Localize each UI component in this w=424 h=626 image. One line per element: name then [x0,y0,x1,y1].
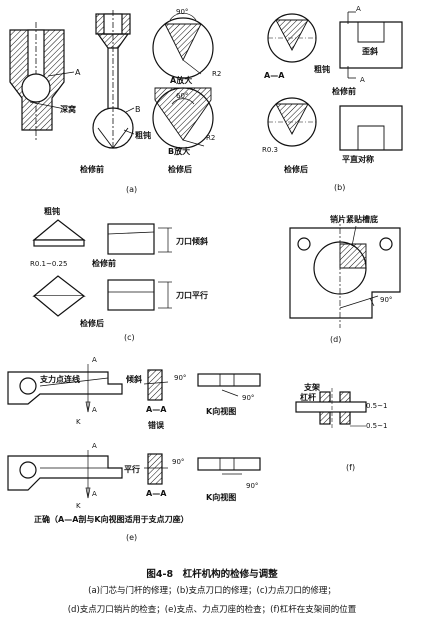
figure-caption-title: 图4-8 杠杆机构的检修与调整 [146,569,278,580]
label-b-after: 检修后 [284,164,308,174]
label-a-zoom: A放大 [170,75,192,85]
door-core-drawing [9,22,75,140]
label-e-ang3: 90° [172,458,184,466]
label-e-a4: A [92,490,97,498]
label-f-lever: 杠杆 [300,392,316,402]
label-blunt: 粗钝 [135,130,151,140]
label-b-tilt: 歪斜 [362,46,378,56]
label-e-kview1: K向视图 [206,406,236,416]
c-before-drawing [32,219,172,255]
label-b-before: 检修前 [332,86,356,96]
label-deep-socket: 深窝 [60,104,76,114]
d-drawing [289,216,401,328]
label-e-correct: 正确（A—A剖与K向视图适用于支点刀座） [34,514,189,524]
panel-f-label: (f) [346,463,355,472]
label-e-kview2: K向视图 [206,492,236,502]
panel-e [7,364,261,499]
panel-e-labels: A 支力点连线 倾斜 90° 90° A A—A K K向视图 错误 A 平行 … [34,356,258,542]
panel-d-labels: 销片紧贴槽底 90° (d) [330,214,392,344]
label-b: B [135,105,141,114]
label-c-radius: R0.1~0.25 [30,260,67,268]
panel-f [295,388,367,430]
label-after-a: 检修后 [168,164,192,174]
label-b-zoom: B放大 [168,146,190,156]
panel-d-label: (d) [330,335,341,344]
e-wrong-kview [197,373,261,397]
panel-f-labels: 支架 杠杆 0.5~1 0.5~1 (f) [300,382,387,472]
e-wrong-section [143,369,169,401]
label-c-edge-parallel: 刀口平行 [176,290,208,300]
label-d-pin-fit: 销片紧贴槽底 [330,214,378,224]
label-c-edge-tilt: 刀口倾斜 [176,236,208,246]
e-correct-section [144,453,168,485]
label-r2-bottom: R2 [206,134,215,142]
label-f-bracket: 支架 [303,382,320,392]
panel-a-label: (a) [126,185,137,194]
label-before-a: 检修前 [80,164,104,174]
c-after-drawing [32,275,172,317]
label-angle-60: 60° [176,92,188,100]
label-e-section1: A—A [146,405,167,414]
label-b-radius: R0.3 [262,146,278,154]
panel-d [289,216,401,328]
figure-caption-line1: (a)门芯与门杆的修理；(b)支点刀口的修理；(c)力点刀口的修理； [88,586,336,596]
door-rod-drawing [92,10,135,150]
label-b-blunt: 粗钝 [314,64,330,74]
label-f-gap1: 0.5~1 [366,402,387,410]
e-correct-kview [197,457,261,475]
panel-a [9,10,214,150]
label-e-k2: K [76,502,81,510]
label-b-flat-sym: 平直对称 [342,154,374,164]
label-b-section: A—A [264,71,285,80]
panel-b-label: (b) [334,183,345,192]
label-c-blunt: 粗钝 [44,206,60,216]
label-b-a-bottom: A [360,76,365,84]
label-e-a3: A [92,442,97,450]
label-e-knife-line: 支力点连线 [39,374,80,384]
label-e-ang1: 90° [174,374,186,382]
label-r2-top: R2 [212,70,221,78]
label-e-ang4: 90° [246,482,258,490]
label-e-section2: A—A [146,489,167,498]
label-e-tilt: 倾斜 [125,374,142,384]
label-a: A [75,68,81,77]
panel-e-label: (e) [126,533,137,542]
f-drawing [295,388,367,430]
label-e-parallel: 平行 [124,464,140,474]
label-e-ang2: 90° [242,394,254,402]
e-wrong-lever [7,364,123,413]
label-f-gap2: 0.5~1 [366,422,387,430]
panel-b [267,11,403,151]
label-e-a2: A [92,406,97,414]
figure-caption-line2: (d)支点刀口销片的检查；(e)支点、力点刀座的检查；(f)杠杆在支架间的位置 [67,605,357,615]
b-zoom-drawing [152,87,214,149]
label-b-a-top: A [356,5,361,13]
label-e-a1: A [92,356,97,364]
panel-c-labels: 粗钝 刀口倾斜 R0.1~0.25 检修前 刀口平行 检修后 (c) [30,206,208,342]
panel-c-label: (c) [124,333,135,342]
e-correct-lever [7,450,123,499]
b-after-drawing [267,97,403,151]
label-c-after: 检修后 [80,318,104,328]
panel-b-labels: A A A—A 粗钝 歪斜 检修前 R0.3 平直对称 检修后 (b) [262,5,378,192]
a-zoom-drawing [152,12,214,79]
label-e-k1: K [76,418,81,426]
label-d-angle: 90° [380,296,392,304]
label-angle-90: 90° [176,8,188,16]
panel-a-labels: A 深窝 B 粗钝 90° A放大 R2 60° B放大 R2 检修前 检修后 … [60,8,221,194]
panel-c [32,219,172,317]
b-before-drawing [267,11,403,79]
label-e-wrong: 错误 [148,420,165,430]
label-c-before: 检修前 [92,258,116,268]
